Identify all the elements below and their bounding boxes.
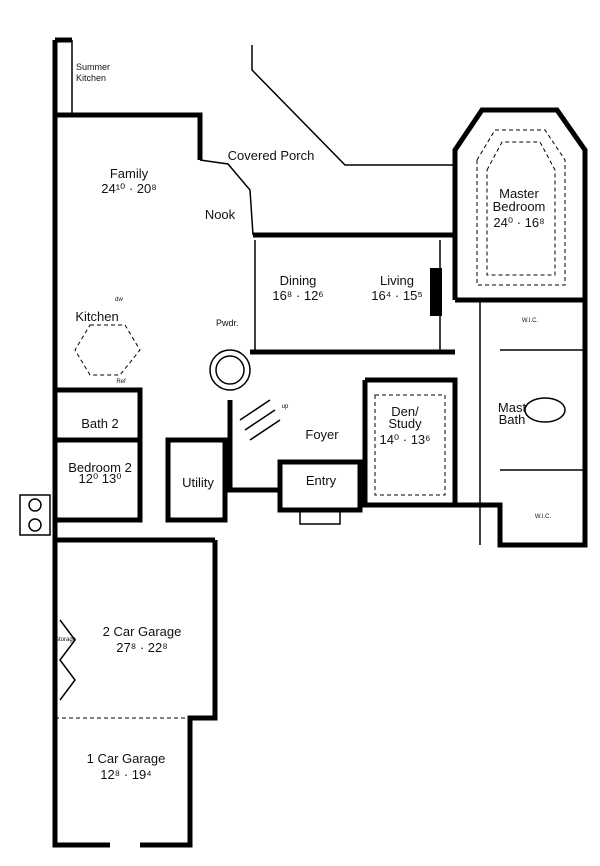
wic-upper-label: W.I.C. [522, 318, 539, 324]
bathtub [524, 397, 566, 423]
storage-doors [59, 619, 76, 701]
foyer-label: Foyer [305, 427, 339, 442]
staircase [239, 399, 281, 441]
room-labels: Summer Kitchen Family 24¹⁰ · 20⁸ Covered… [56, 62, 552, 782]
den-dims: 14⁰ · 13⁶ [379, 432, 430, 447]
rotunda [209, 349, 251, 391]
utility-label: Utility [182, 475, 214, 490]
family-dims: 24¹⁰ · 20⁸ [101, 181, 157, 196]
garage1-label: 1 Car Garage [87, 751, 166, 766]
garage2-label: 2 Car Garage [103, 624, 182, 639]
kitchen-label: Kitchen [75, 309, 118, 324]
family-label: Family [110, 166, 149, 181]
grill [19, 494, 51, 536]
nook-label: Nook [205, 207, 236, 222]
covered-porch-label: Covered Porch [228, 148, 315, 163]
refrigerator-label: Ref [116, 379, 126, 385]
storage-label: storage [56, 637, 77, 643]
ceiling-outlines [74, 129, 566, 496]
master-bath-label: Mast [498, 400, 527, 415]
dining-dims: 16⁸ · 12⁶ [272, 288, 323, 303]
entry-steps [299, 509, 341, 525]
summer-kitchen-label-2: Kitchen [76, 73, 106, 83]
den-label: Den/ [391, 404, 419, 419]
details [19, 268, 566, 701]
bath2-label: Bath 2 [81, 416, 119, 431]
summer-kitchen-label: Summer [76, 62, 110, 72]
master-bedroom-dims: 24⁰ · 16⁸ [493, 215, 544, 230]
den-label-2: Study [388, 416, 422, 431]
dining-label: Dining [280, 273, 317, 288]
living-dims: 16⁴ · 15⁵ [371, 288, 422, 303]
garage1-dims: 12⁸ · 19⁴ [100, 767, 152, 782]
bedroom2-label: Bedroom 2 [68, 460, 132, 475]
living-label: Living [380, 273, 414, 288]
powder-label: Pwdr. [216, 318, 239, 328]
stair-up-label: up [282, 404, 289, 410]
wic-lower-label: W.I.C. [535, 514, 552, 520]
bedroom2-dims: 12⁰ 13⁰ [79, 471, 122, 486]
entry-label: Entry [306, 473, 337, 488]
dishwasher-label: dw [115, 297, 123, 303]
exterior-walls [52, 37, 588, 848]
master-bedroom-label-2: Bedroom [493, 199, 546, 214]
fireplace [430, 268, 442, 316]
master-bath-label-2: Bath [499, 412, 526, 427]
garage2-dims: 27⁸ · 22⁸ [116, 640, 167, 655]
master-bedroom-label: Master [499, 186, 539, 201]
